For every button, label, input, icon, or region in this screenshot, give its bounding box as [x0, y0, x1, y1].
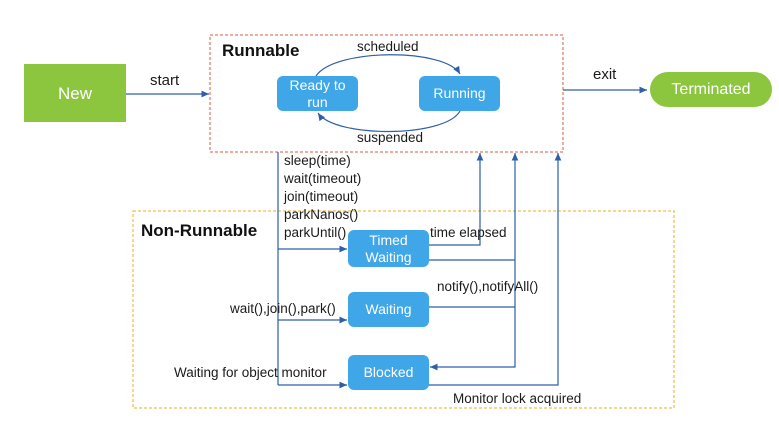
non-runnable-group-border: [132, 210, 675, 409]
label-monitor-wait: Waiting for object monitor: [174, 365, 327, 380]
scheduled-arrow: [315, 54, 461, 77]
state-waiting: Waiting: [348, 292, 429, 327]
label-monitor-acquired: Monitor lock acquired: [453, 391, 582, 406]
state-ready-to-run: Ready to run: [277, 76, 358, 111]
state-timed-waiting: Timed Waiting: [348, 230, 429, 267]
state-blocked: Blocked: [348, 355, 429, 390]
runnable-title: Runnable: [222, 41, 300, 60]
suspended-arrow: [317, 110, 461, 133]
label-time-elapsed: time elapsed: [430, 225, 507, 240]
state-running: Running: [419, 76, 500, 111]
timed-call-item: parkUntil(): [284, 225, 347, 240]
label-scheduled: scheduled: [357, 39, 419, 54]
label-start: start: [150, 72, 180, 89]
runnable-group-border: [209, 34, 564, 153]
timed-call-item: sleep(time): [284, 153, 351, 168]
label-timed-calls: sleep(time) wait(timeout) join(timeout) …: [284, 152, 361, 242]
label-wait-calls: wait(),join(),park(): [230, 301, 336, 316]
label-notify: notify(),notifyAll(): [437, 279, 539, 294]
waiting-to-blocked-arrow: [430, 307, 516, 371]
state-new: New: [24, 64, 126, 122]
label-suspended: suspended: [357, 130, 424, 145]
time-elapsed-arrow: [428, 153, 484, 246]
monitor-acquired-arrow: [428, 153, 562, 386]
non-runnable-title: Non-Runnable: [141, 221, 258, 240]
timed-call-item: parkNanos(): [284, 207, 359, 222]
timed-call-item: wait(timeout): [284, 171, 362, 186]
label-exit: exit: [593, 66, 617, 83]
state-terminated: Terminated: [650, 72, 772, 107]
timed-call-item: join(timeout): [284, 189, 359, 204]
